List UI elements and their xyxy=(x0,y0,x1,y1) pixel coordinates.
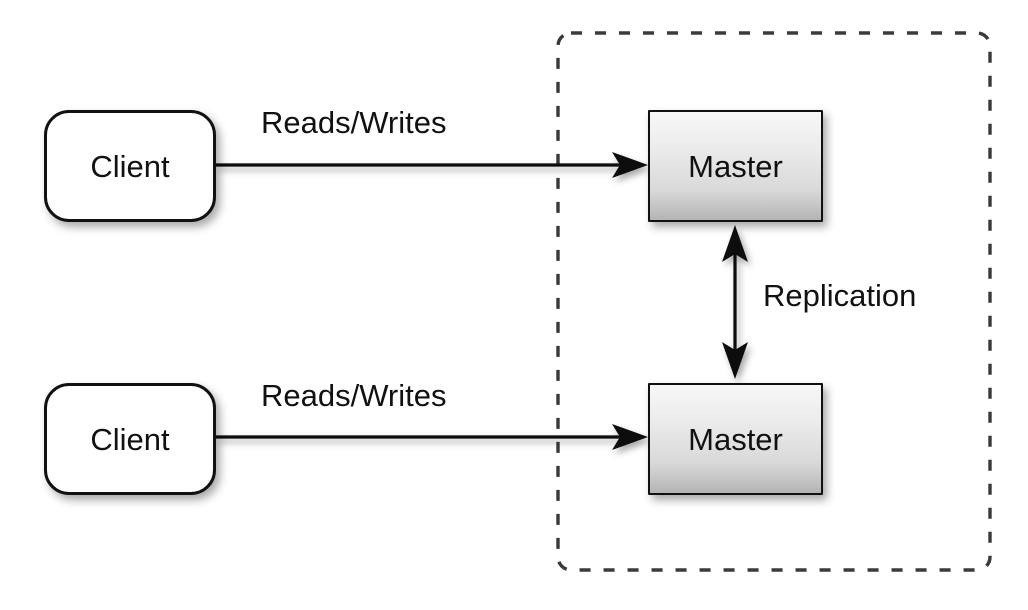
node-client-bottom[interactable]: Client xyxy=(44,383,216,495)
node-client-bottom-label: Client xyxy=(90,421,170,457)
node-client-top-label: Client xyxy=(90,148,170,184)
edge-label-reads-writes-bottom: Reads/Writes xyxy=(261,378,447,413)
edge-reads-writes-bottom xyxy=(216,424,648,450)
edge-replication xyxy=(722,225,748,379)
node-master-top-label: Master xyxy=(688,148,783,184)
node-master-bottom[interactable]: Master xyxy=(648,383,823,495)
node-master-bottom-label: Master xyxy=(688,421,783,457)
edge-reads-writes-top xyxy=(216,152,648,178)
node-master-top[interactable]: Master xyxy=(648,110,823,222)
edge-label-replication: Replication xyxy=(763,278,917,313)
replication-cluster-boundary xyxy=(556,31,992,572)
edge-label-reads-writes-top: Reads/Writes xyxy=(261,105,447,140)
node-client-top[interactable]: Client xyxy=(44,110,216,222)
